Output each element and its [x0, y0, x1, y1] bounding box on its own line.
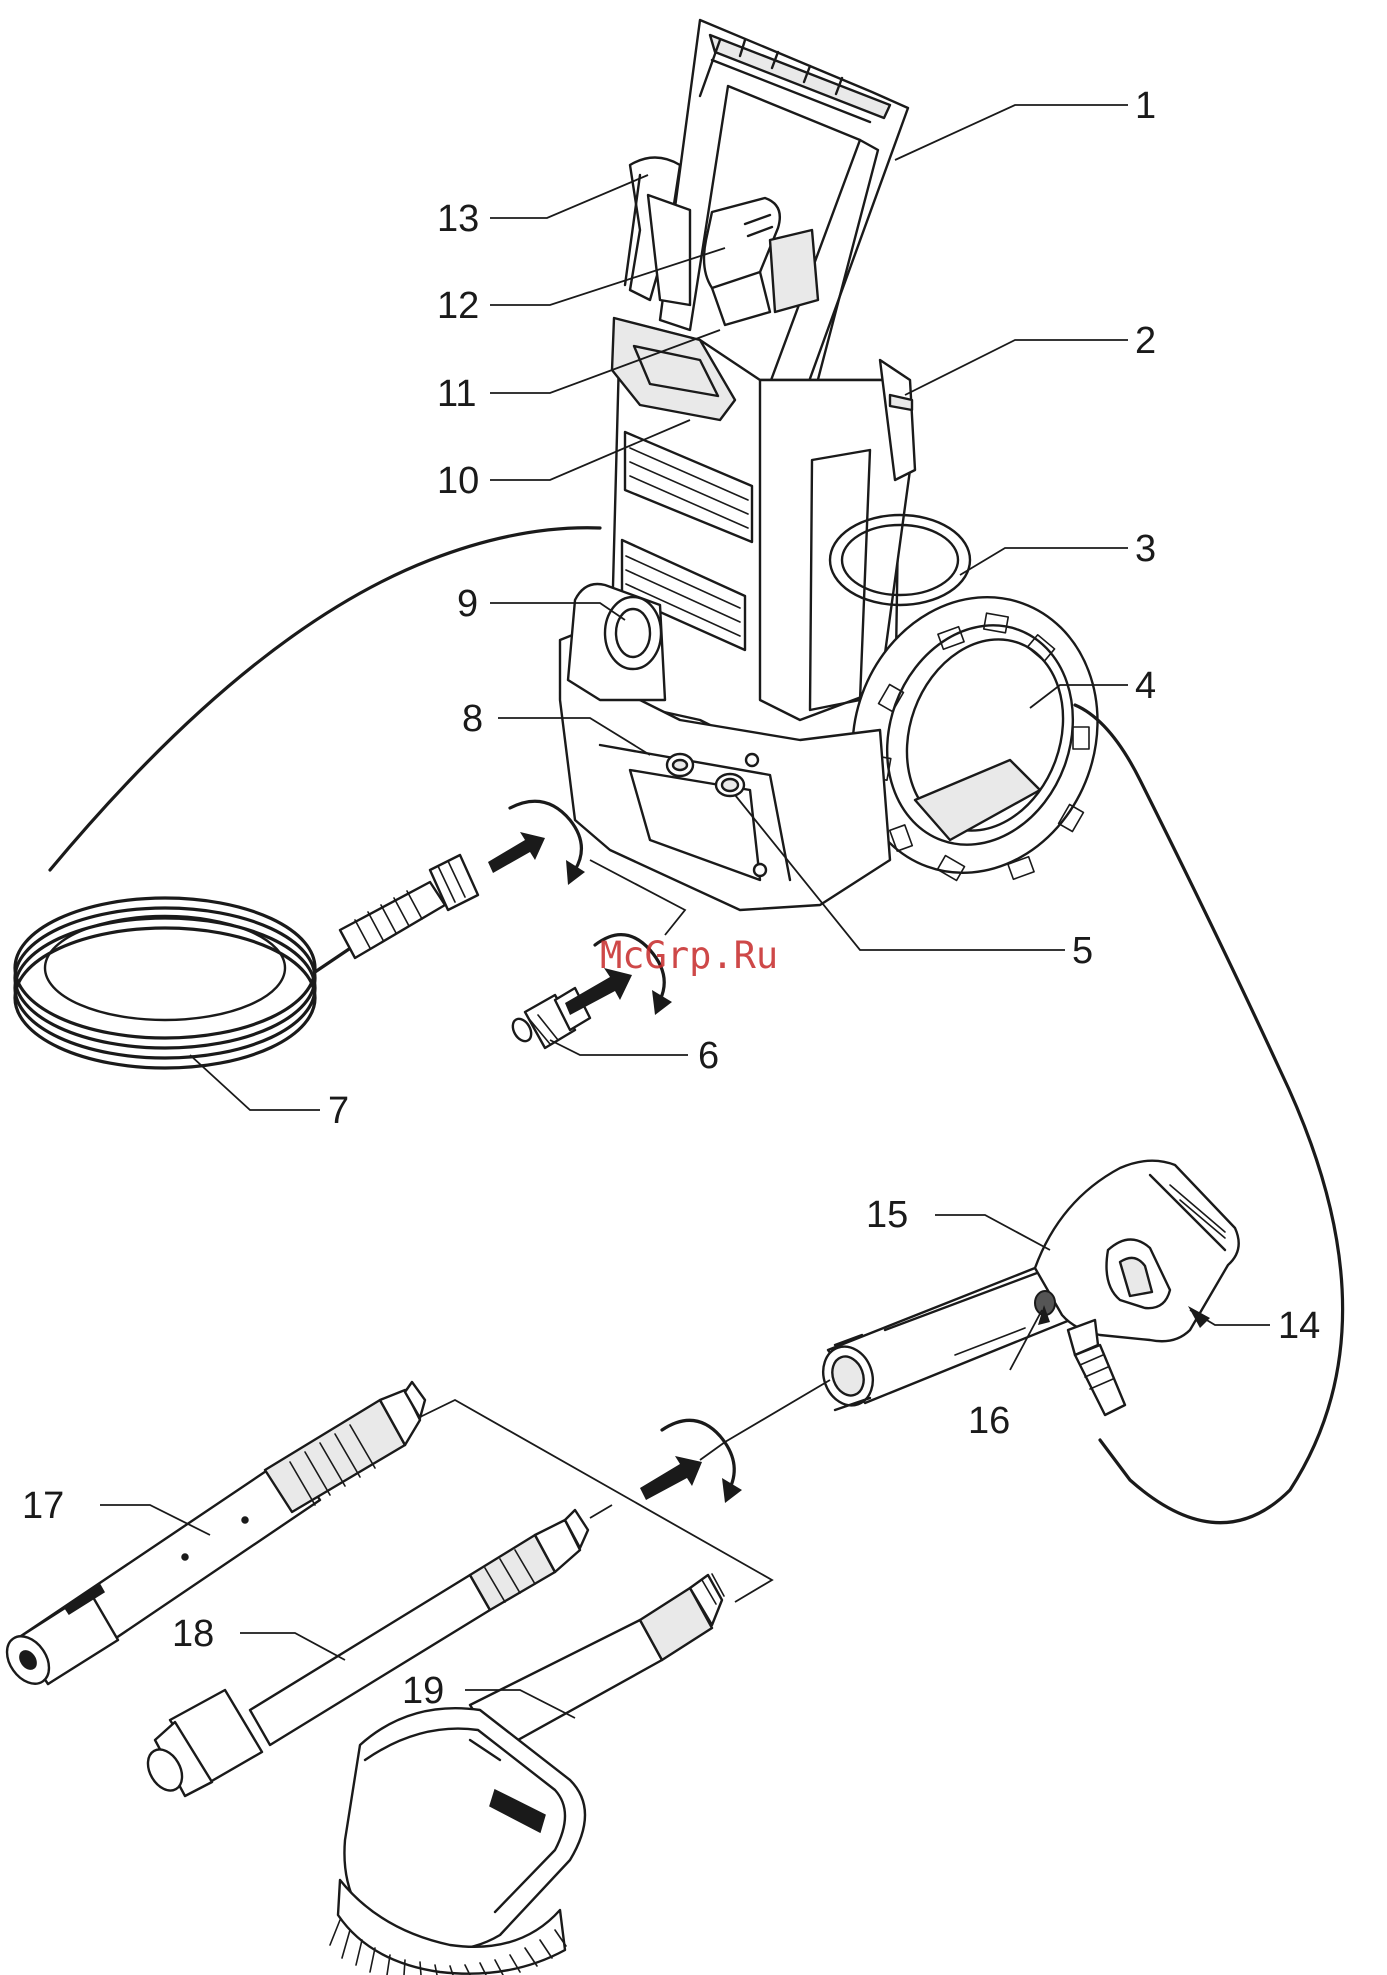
high-pressure-outlet: [667, 754, 693, 776]
cord-holder: [568, 584, 665, 700]
callout-3: 3: [1135, 528, 1156, 570]
callout-18: 18: [172, 1613, 214, 1655]
callout-17: 17: [22, 1485, 64, 1527]
callout-12: 12: [437, 285, 479, 327]
callout-19: 19: [402, 1670, 444, 1712]
assembly-arrow-gun: [640, 1420, 742, 1503]
pressure-washer-unit: [560, 20, 1136, 910]
high-pressure-hose: [15, 528, 600, 1068]
callout-9: 9: [457, 583, 478, 625]
switch-knob: [704, 198, 818, 325]
callout-11: 11: [437, 373, 476, 415]
accessories-bracket: [418, 1400, 772, 1602]
callout-4: 4: [1135, 665, 1156, 707]
callout-8: 8: [462, 698, 483, 740]
callout-16: 16: [968, 1400, 1010, 1442]
callout-15: 15: [866, 1194, 908, 1236]
callout-5: 5: [1072, 930, 1093, 972]
watermark: McGrp.Ru: [600, 934, 778, 977]
callout-13: 13: [437, 198, 479, 240]
callout-7: 7: [328, 1090, 349, 1132]
callout-labels: 1 2 3 4 5 6 7 8 9 10 11 12 13 14 15 16 1…: [22, 85, 1320, 1712]
callout-14: 14: [1278, 1305, 1320, 1347]
water-inlet: [716, 774, 744, 796]
hose-connector: [340, 855, 478, 958]
callout-10: 10: [437, 460, 479, 502]
callout-2: 2: [1135, 320, 1156, 362]
assembly-arrow-outlet: [488, 801, 585, 885]
callout-6: 6: [698, 1035, 719, 1077]
callout-1: 1: [1135, 85, 1156, 127]
